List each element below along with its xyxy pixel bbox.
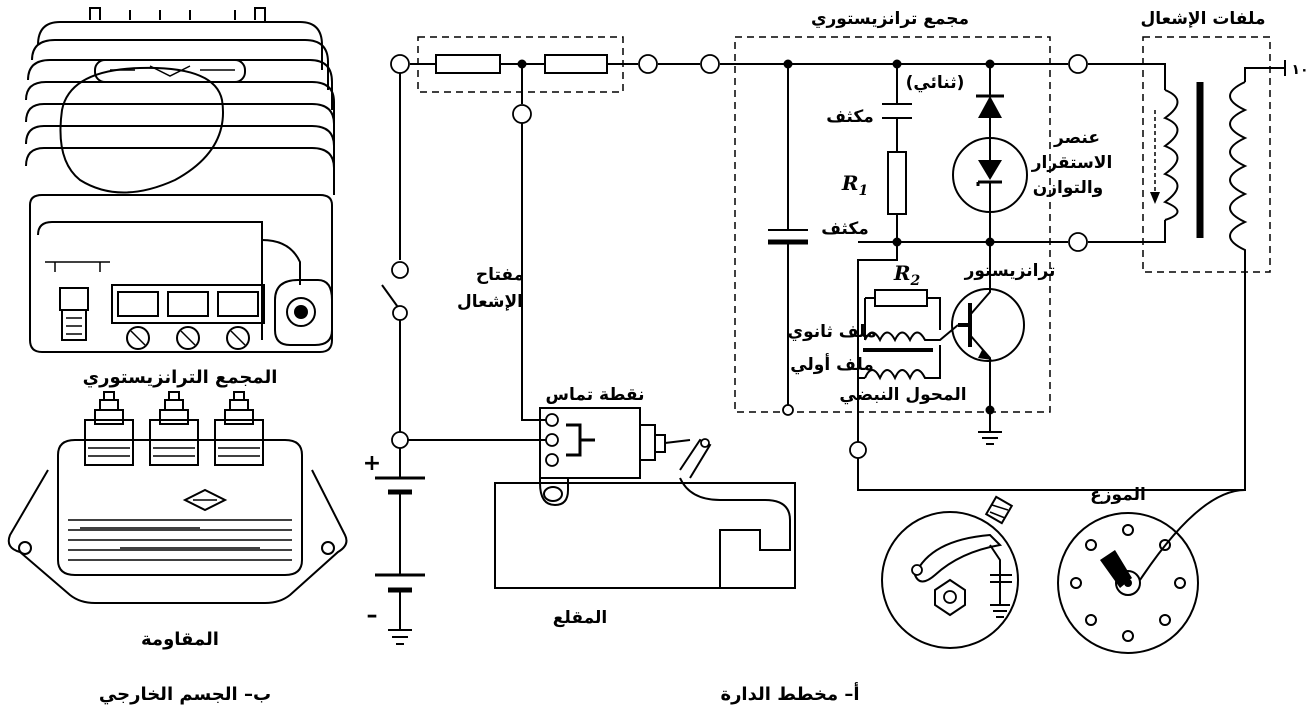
r2-symbol: R2 (893, 261, 921, 289)
zener-label-3: والتوازن (1033, 178, 1104, 198)
resistor-label: المقاومة (141, 629, 219, 650)
zener-label-1: عنصر (1053, 128, 1100, 148)
ignition-switch-label-2: الإشعال (457, 292, 523, 312)
capacitor-bottom-label: مكثف (821, 219, 869, 239)
r1-symbol: R1 (841, 171, 868, 199)
battery-plus: + (363, 451, 381, 476)
distributor (1057, 489, 1246, 654)
capacitor-bottom (768, 64, 808, 416)
resistor-1 (435, 54, 501, 74)
transistor (951, 242, 1025, 445)
transistor-module-box (734, 36, 1051, 413)
battery-minus: – (367, 603, 378, 628)
diode-label: (ثنائي) (906, 73, 965, 93)
contact-breaker (849, 440, 1019, 649)
resistor-r2 (874, 289, 928, 307)
resistor-r1 (887, 151, 907, 215)
pulse-transformer-label: المحول النبضي (839, 385, 966, 405)
resistor-2 (544, 54, 608, 74)
ignition-coil-box (1142, 36, 1271, 273)
diode (976, 64, 1004, 150)
coil-terminal-label: ١٠ (1291, 62, 1308, 78)
pulse-transformer (858, 298, 959, 381)
transistor-module-illustration (25, 7, 335, 353)
battery (375, 476, 425, 645)
capacitor-top-label: مكثف (826, 107, 874, 127)
starter-label: المقلع (553, 608, 607, 628)
ignition-coil (1150, 60, 1286, 260)
zener-element (952, 137, 1028, 242)
primary-coil-label: ملف أولي (790, 353, 874, 375)
left-caption: ب– الجسم الخارجي (99, 684, 271, 705)
circuit-caption: أ– مخطط الدارة (720, 682, 859, 705)
top-bus-wire (390, 54, 1166, 90)
resistor-illustration (7, 391, 348, 604)
transistor-label: ترانزيستور (964, 261, 1056, 281)
ignition-switch (381, 73, 409, 432)
ignition-coil-label: ملفات الإشعال (1140, 9, 1265, 29)
ignition-switch-label-1: مفتاح (476, 265, 524, 285)
distributor-label: الموزع (1090, 485, 1146, 505)
module-label: المجمع الترانزيستوري (83, 367, 278, 388)
module-box-label: مجمع ترانزيستوري (811, 9, 969, 29)
secondary-coil-label: ملف ثانوي (787, 322, 876, 342)
zener-label-2: الاستقرار (1031, 153, 1113, 173)
capacitor-top (882, 64, 912, 152)
contact-point-label: نقطة تماس (545, 385, 644, 405)
starter-motor (494, 407, 796, 589)
